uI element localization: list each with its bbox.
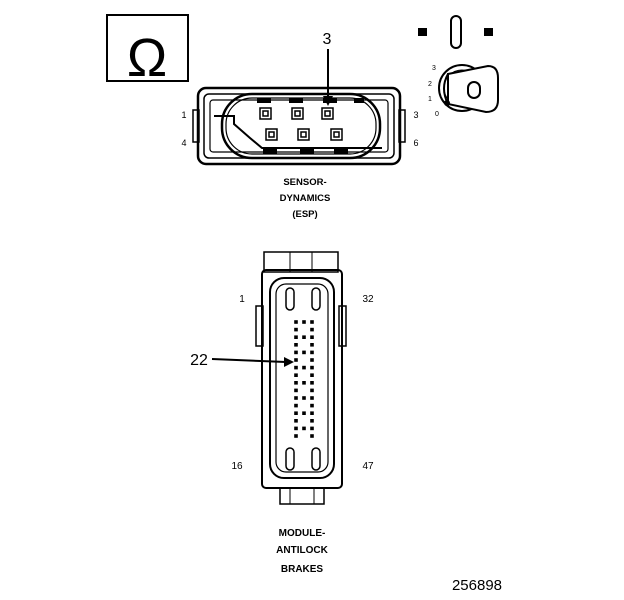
sensor-name-line-1: SENSOR- xyxy=(283,177,326,188)
abs-pin-label-32: 32 xyxy=(362,294,374,305)
abs-pin xyxy=(310,434,314,438)
abs-pins xyxy=(294,320,314,438)
abs-pin xyxy=(302,381,306,385)
sensor-name-line-2: DYNAMICS xyxy=(280,193,331,204)
abs-pin xyxy=(294,358,298,362)
sensor-callout: 3 xyxy=(323,31,333,106)
abs-pin xyxy=(310,343,314,347)
abs-pin xyxy=(310,373,314,377)
key-position-2: 2 xyxy=(428,81,432,88)
abs-pin xyxy=(294,426,298,431)
abs-pin xyxy=(310,403,314,408)
sensor-callout-number: 3 xyxy=(323,31,332,48)
abs-pin xyxy=(310,388,314,393)
abs-name-line-3: BRAKES xyxy=(281,564,324,575)
abs-pin xyxy=(294,411,298,415)
abs-pin xyxy=(302,396,306,400)
abs-pin xyxy=(310,350,314,355)
omega-symbol: Ω xyxy=(127,28,167,88)
omega-symbol-box: Ω xyxy=(106,14,189,88)
key-position-0: 0 xyxy=(435,111,439,118)
abs-pin xyxy=(294,381,298,385)
abs-pin xyxy=(294,335,298,339)
abs-pin xyxy=(310,419,314,423)
abs-pin xyxy=(302,335,306,339)
abs-connector xyxy=(255,251,347,505)
abs-pin xyxy=(310,358,314,362)
abs-pin xyxy=(294,373,298,377)
sensor-pin-label-1: 1 xyxy=(181,110,186,120)
abs-callout: 22 xyxy=(190,352,294,369)
sensor-pin-labels: 1 3 4 6 xyxy=(181,110,418,148)
abs-pin xyxy=(294,403,298,408)
abs-pin xyxy=(310,365,314,370)
abs-pin xyxy=(294,327,298,332)
ignition-key-icon: 3 2 1 0 xyxy=(418,15,499,118)
abs-pin xyxy=(294,320,298,324)
abs-callout-number: 22 xyxy=(190,352,208,369)
abs-name-line-2: ANTILOCK xyxy=(276,545,328,556)
sensor-pin-label-3: 3 xyxy=(413,110,418,120)
abs-pin xyxy=(294,388,298,393)
abs-pin xyxy=(302,320,306,324)
abs-pin xyxy=(310,411,314,415)
key-position-3: 3 xyxy=(432,65,436,72)
sensor-connector xyxy=(192,86,406,166)
abs-pin-label-1: 1 xyxy=(239,294,245,305)
sensor-name-line-3: (ESP) xyxy=(292,209,317,220)
abs-pin xyxy=(310,396,314,400)
abs-pin xyxy=(294,365,298,370)
abs-pin xyxy=(294,343,298,347)
abs-pin xyxy=(310,320,314,324)
abs-pin xyxy=(302,426,306,431)
figure-number: 256898 xyxy=(452,577,502,594)
abs-pin xyxy=(310,327,314,332)
abs-name-line-1: MODULE- xyxy=(279,528,326,539)
abs-pin xyxy=(302,365,306,370)
abs-pin-labels: 1 32 16 47 xyxy=(231,294,374,472)
abs-pin xyxy=(294,396,298,400)
abs-pin-label-16: 16 xyxy=(231,461,243,472)
sensor-pin-label-4: 4 xyxy=(181,138,186,148)
abs-pin xyxy=(310,426,314,431)
abs-pin xyxy=(310,381,314,385)
abs-pin xyxy=(302,350,306,355)
abs-pin xyxy=(294,350,298,355)
abs-pin xyxy=(302,411,306,415)
abs-pin xyxy=(294,434,298,438)
abs-pin xyxy=(310,335,314,339)
abs-connector-name: MODULE- ANTILOCK BRAKES xyxy=(276,528,328,575)
abs-pin xyxy=(294,419,298,423)
sensor-pin-label-6: 6 xyxy=(413,138,418,148)
abs-pin-label-47: 47 xyxy=(362,461,374,472)
key-position-1: 1 xyxy=(428,96,432,103)
sensor-connector-name: SENSOR- DYNAMICS (ESP) xyxy=(280,177,331,220)
sensor-pins xyxy=(259,107,343,141)
